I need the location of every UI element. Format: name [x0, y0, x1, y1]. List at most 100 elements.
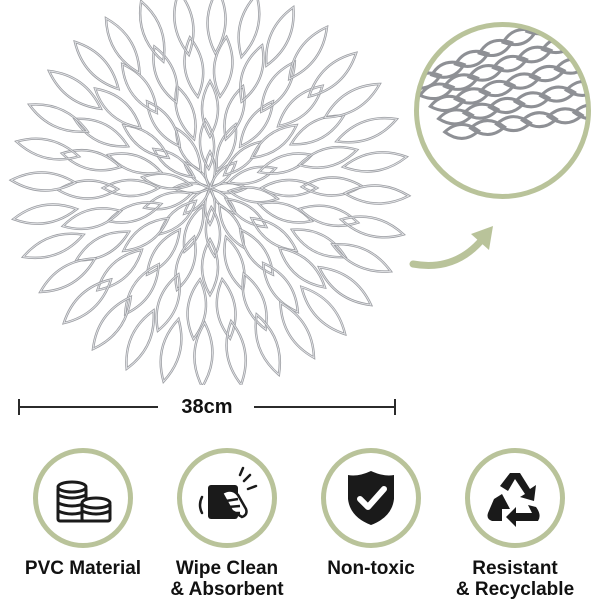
feature-label-line1: Resistant	[472, 558, 558, 579]
shield-check-icon	[348, 471, 394, 525]
placemat-petal	[224, 85, 245, 141]
placemat-petal	[278, 247, 326, 288]
placemat-petal	[279, 302, 315, 359]
placemat-petal	[125, 309, 155, 370]
coin-stack-icon	[56, 480, 112, 523]
placemat-petal	[265, 6, 295, 67]
placemat-petal	[12, 204, 78, 225]
placemat-petal	[318, 266, 372, 306]
placemat-petal	[205, 206, 221, 258]
placemat-petal	[340, 216, 405, 238]
zoom-petal	[478, 79, 517, 98]
placemat-petal	[298, 205, 359, 227]
placemat-petal	[57, 180, 119, 199]
placemat-petal	[228, 186, 279, 203]
placemat-petal	[260, 179, 318, 197]
placemat-petal	[124, 263, 160, 315]
placemat-petal	[28, 103, 89, 133]
placemat-petal	[216, 278, 236, 340]
placemat-petal	[216, 123, 237, 171]
zoom-petal	[545, 107, 585, 125]
placemat-petal	[146, 100, 181, 148]
placemat-petal	[146, 228, 181, 276]
placemat-petal	[276, 84, 325, 128]
placemat-petal	[193, 321, 213, 385]
placemat-petal	[290, 115, 345, 145]
zoom-petal	[515, 45, 554, 64]
zoom-petal	[538, 85, 577, 103]
feature-label-line1: Wipe Clean	[175, 558, 279, 579]
placemat-petal	[262, 262, 299, 313]
placemat-petal	[254, 312, 281, 378]
placemat-petal	[174, 83, 197, 142]
placemat-petal	[260, 61, 296, 113]
placemat-petal	[107, 153, 163, 174]
placemat-petal	[159, 316, 183, 384]
placemat-petal	[239, 44, 264, 103]
placemat-petal	[260, 59, 297, 114]
placemat-petal	[94, 88, 142, 129]
feature-label: Non-toxic	[327, 558, 415, 579]
feature-icon-ring	[465, 448, 565, 548]
placemat-petal	[342, 184, 412, 205]
feature-label-line2: & Absorbent	[170, 579, 284, 600]
placemat-petal	[209, 161, 237, 189]
zoom-petal	[461, 102, 501, 120]
dimension-tick-right	[394, 399, 396, 415]
feature-icon-ring	[177, 448, 277, 548]
placemat-petal	[300, 286, 346, 335]
placemat-petal	[226, 320, 247, 385]
placemat-petal	[107, 202, 163, 223]
placemat-petal	[239, 100, 274, 148]
placemat-petal	[139, 0, 165, 63]
feature-pvc-material: PVC Material	[8, 448, 158, 579]
placemat-petal	[224, 235, 245, 291]
placemat-petal	[331, 243, 392, 273]
placemat-petal	[105, 17, 141, 74]
placemat-petal	[201, 80, 219, 138]
placemat-petal	[301, 177, 363, 196]
placemat-petal	[123, 262, 160, 317]
placemat-petal	[343, 185, 410, 205]
placemat-petal	[242, 272, 267, 331]
placemat-petal	[139, 0, 166, 64]
recycle-icon	[487, 473, 540, 527]
zoom-petal	[487, 97, 526, 114]
placemat-petal	[207, 0, 227, 55]
placemat-petal	[73, 40, 121, 91]
placemat-petal	[256, 152, 315, 175]
dimension-line-right	[254, 406, 396, 408]
zoom-petal	[528, 64, 567, 83]
placemat-petal	[298, 146, 358, 169]
zoom-petal	[477, 38, 514, 57]
placemat-petal	[10, 203, 80, 225]
zoom-petal	[429, 60, 467, 79]
placemat-petal	[299, 176, 365, 197]
placemat-petal	[39, 257, 96, 293]
curved-arrow-icon	[409, 226, 493, 269]
placemat-petal	[187, 278, 207, 340]
placemat-petal	[225, 318, 247, 385]
placemat-petal	[250, 217, 298, 252]
zoom-petal	[418, 82, 456, 101]
zoom-petal	[453, 49, 491, 68]
placemat-petal	[55, 179, 121, 200]
placemat-petal	[96, 249, 143, 291]
placemat-petal	[227, 166, 277, 185]
zoom-detail-image	[414, 22, 591, 199]
dimension-label: 38cm	[181, 396, 233, 418]
zoom-petal	[436, 108, 475, 126]
placemat-petal	[95, 248, 144, 292]
placemat-petal	[340, 151, 410, 173]
placemat-petal	[141, 173, 192, 190]
placemat-petal	[74, 230, 132, 262]
feature-wipe-clean: Wipe Clean & Absorbent	[152, 448, 302, 600]
zoom-petal	[491, 54, 529, 73]
hand-wipe-icon	[198, 466, 258, 519]
placemat-petal	[239, 228, 274, 276]
placemat-petal	[225, 198, 268, 228]
placemat-petal	[288, 114, 346, 146]
feature-recyclable: Resistant & Recyclable	[440, 448, 590, 600]
placemat-petal	[62, 277, 113, 325]
placemat-petal	[157, 199, 198, 236]
